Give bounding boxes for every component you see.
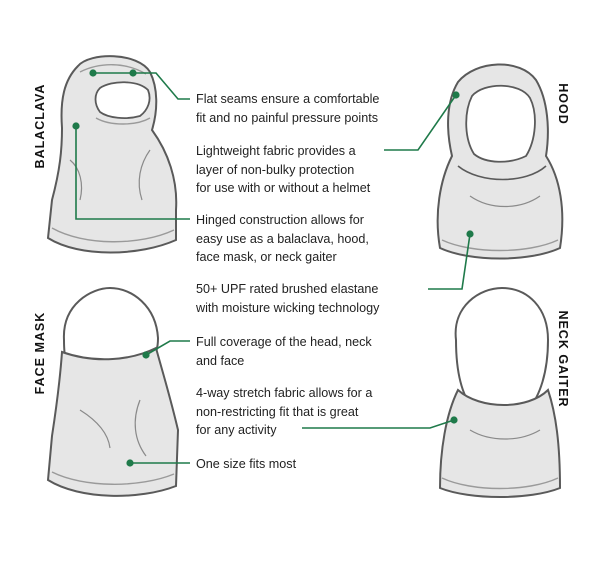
label-hood: HOOD [556,83,570,125]
neck-gaiter-fold [469,429,541,440]
leader-upf-rated [428,233,471,290]
balaclava-seam-top [79,64,147,75]
neck-gaiter-head [454,286,550,411]
balaclava-hem-seam [51,227,175,243]
hood-illustration [436,63,564,260]
face-mask-fold-2 [134,399,147,457]
hood-hem-seam [441,239,559,252]
callout-full-coverage: Full coverage of the head, neck and face [196,335,372,368]
neck-gaiter-body [438,388,562,498]
face-mask-head [62,286,160,361]
dot-flat-seams-2 [129,69,137,77]
neck-gaiter-illustration [438,286,562,498]
leader-4way-stretch [302,419,455,429]
balaclava-fold-1 [69,159,83,201]
leader-lightweight-fabric [384,94,457,151]
dot-full-coverage [142,351,150,359]
balaclava-fold-2 [138,149,151,201]
face-mask-fold-1 [79,409,111,449]
leader-flat-seams [93,72,190,100]
balaclava-face-seam [95,117,151,125]
callout-upf-rated: 50+ UPF rated brushed elastane with mois… [196,282,380,315]
leader-full-coverage [145,340,190,356]
hood-fold [469,195,541,207]
dot-flat-seams-1 [89,69,97,77]
leader-lines [75,72,471,464]
dot-lightweight-fabric [452,91,460,99]
face-mask-hem-seam [51,471,175,485]
face-mask-illustration [46,286,180,497]
dot-4way-stretch [450,416,458,424]
balaclava-face-opening [94,81,151,119]
callout-lightweight-fabric: Lightweight fabric provides a layer of n… [196,144,371,195]
dot-hinged-construction [72,122,80,130]
balaclava-illustration [46,55,178,254]
callout-one-size: One size fits most [196,457,297,471]
label-face-mask: FACE MASK [33,311,47,395]
label-balaclava: BALACLAVA [33,83,47,169]
callout-flat-seams: Flat seams ensure a comfortable fit and … [196,92,380,125]
dot-upf-rated [466,230,474,238]
label-neck-gaiter: NECK GAITER [556,310,570,408]
face-mask-body [46,346,180,497]
hood-face-opening [465,84,536,163]
callout-4way-stretch: 4-way stretch fabric allows for a non-re… [196,386,373,437]
leader-hinged-construction [75,126,190,220]
callout-hinged-construction: Hinged construction allows for easy use … [196,213,369,264]
hood-collar [457,165,547,181]
neck-gaiter-hem-seam [441,477,559,490]
dot-one-size [126,459,134,467]
leader-dots [72,69,474,467]
